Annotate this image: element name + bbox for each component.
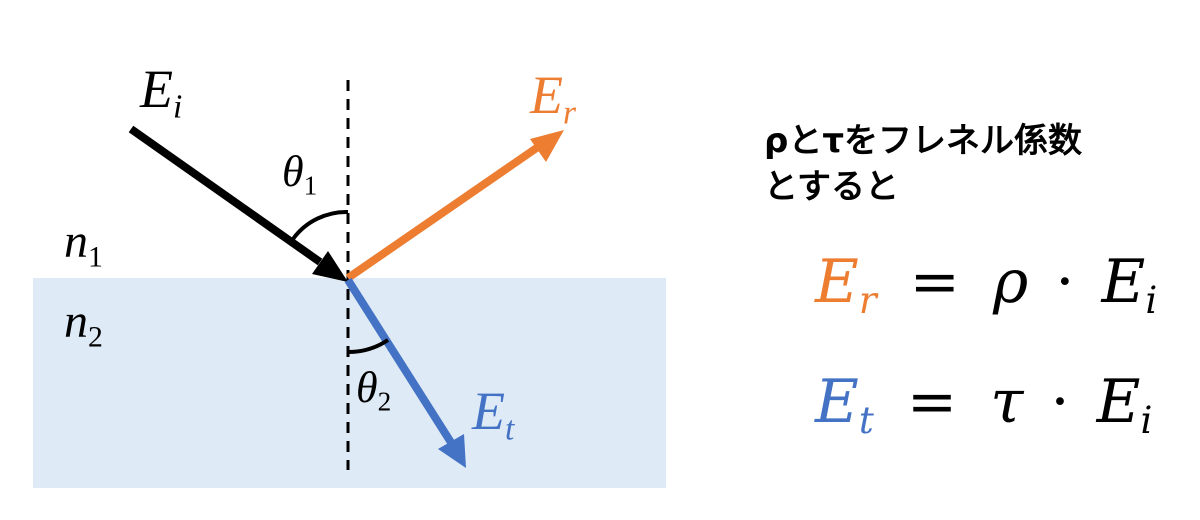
label-e-incident: Ei	[140, 59, 183, 126]
transmitted-arrowhead	[438, 434, 466, 468]
equation-reflection: Er = ρ · Ei	[815, 247, 1158, 323]
caption-line-1: ρとτをフレネル係数	[764, 121, 1083, 161]
label-n1: n1	[64, 215, 103, 274]
theta1-arc	[291, 209, 349, 241]
theta2-arc	[347, 338, 390, 355]
label-n2: n2	[64, 295, 103, 354]
caption-line-2: とすると	[764, 167, 899, 207]
equation-transmission: Et = τ · Ei	[815, 367, 1153, 443]
label-e-transmitted: Et	[472, 381, 515, 448]
transmitted-ray	[344, 277, 456, 447]
incident-arrowhead	[312, 251, 348, 282]
reflected-ray	[345, 143, 541, 282]
reflected-arrowhead	[530, 130, 564, 162]
incident-ray	[128, 125, 323, 266]
label-theta2: θ2	[356, 363, 392, 417]
label-e-reflected: Er	[530, 65, 577, 132]
caption-text: ρとτをフレネル係数 とすると	[764, 118, 1184, 210]
label-theta1: θ1	[282, 147, 318, 201]
